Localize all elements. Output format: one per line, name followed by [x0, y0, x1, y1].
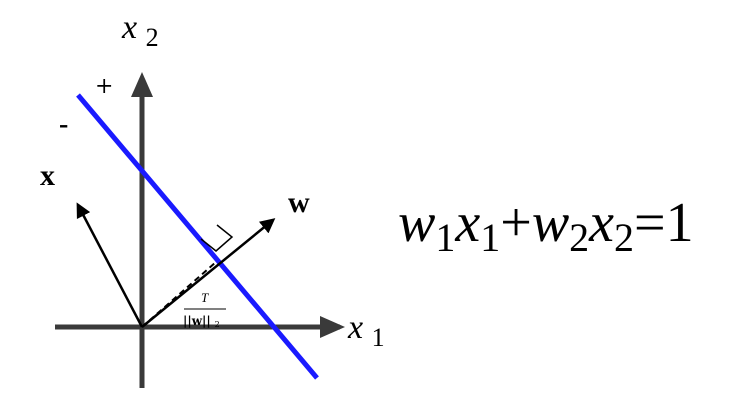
minus-region-sign: - — [59, 109, 68, 140]
plus-region-sign: + — [95, 74, 113, 99]
distance-label-denominator: ||w|| 2 — [183, 314, 220, 329]
vector-w-label: w — [288, 186, 310, 219]
hyperplane-equation: w1x1+w2x2=1 — [398, 192, 694, 260]
right-angle-marker — [200, 224, 234, 252]
vector-w — [141, 218, 276, 328]
distance-segment — [141, 261, 217, 328]
x1-axis-arrowhead — [320, 316, 345, 338]
distance-label-numerator: T — [201, 290, 209, 305]
x1-axis-label: x 1 — [347, 309, 385, 352]
x2-axis-arrowhead — [131, 72, 153, 97]
vector-x-label: x — [40, 159, 55, 192]
decision-boundary-line — [76, 93, 319, 380]
vector-x — [76, 202, 144, 328]
x2-axis-label: x 2 — [121, 9, 159, 52]
